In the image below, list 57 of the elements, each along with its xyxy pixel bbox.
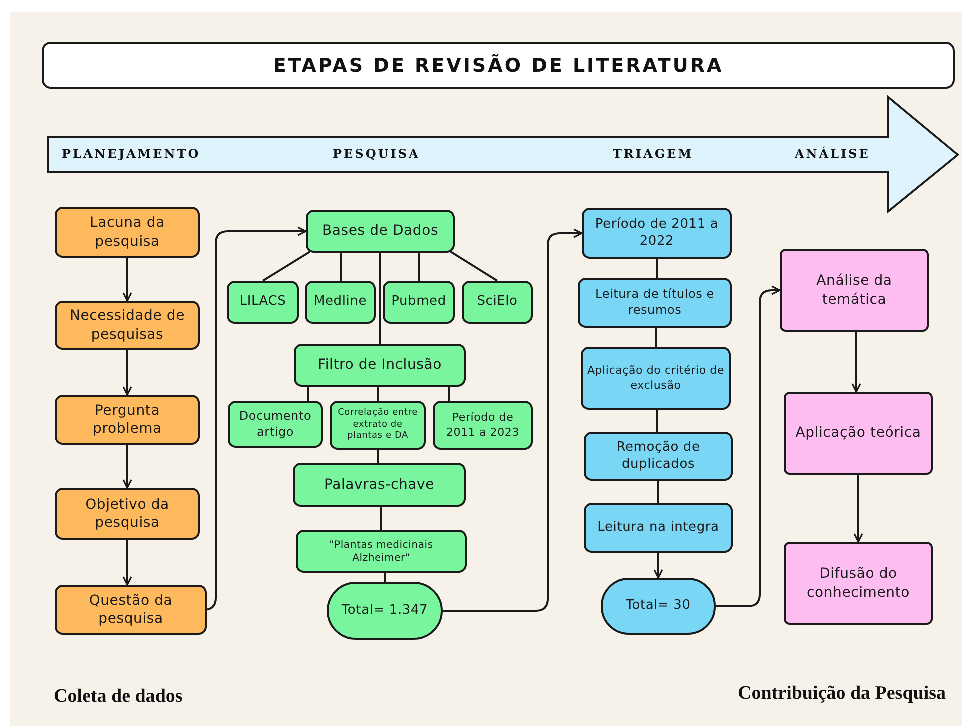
phase-label: PESQUISA (333, 147, 420, 161)
connector-line (448, 387, 450, 401)
phase-label: TRIAGEM (613, 147, 694, 161)
process-box: Difusão do conhecimento (784, 542, 933, 625)
process-box: Documento artigo (228, 401, 323, 448)
process-box: LILACS (227, 281, 299, 324)
process-box: Medline (305, 281, 376, 324)
connector-line (380, 507, 382, 530)
process-box: "Plantas medicinais Alzheimer" (296, 530, 467, 573)
connector-line (340, 253, 342, 281)
connector-line (656, 410, 658, 432)
process-box: Lacuna da pesquisa (55, 207, 200, 258)
total-pill: Total= 1.347 (327, 582, 443, 640)
arrow (122, 540, 132, 586)
connector-line (377, 387, 379, 401)
arrow (654, 553, 664, 579)
process-box: Aplicação do critério de exclusão (581, 347, 731, 410)
process-box: Aplicação teórica (784, 392, 933, 475)
process-box: Período de 2011 a 2023 (433, 401, 533, 450)
connector-line (418, 253, 420, 281)
connector-line (377, 450, 379, 463)
process-box: Palavras-chave (293, 463, 466, 507)
process-box: Leitura de títulos e resumos (578, 278, 732, 328)
connector-line (308, 387, 310, 401)
process-box: Leitura na integra (584, 503, 733, 553)
process-box: Pergunta problema (55, 395, 200, 445)
process-box: Pubmed (383, 281, 455, 324)
total-pill: Total= 30 (601, 578, 716, 635)
process-box: Remoção de duplicados (584, 432, 733, 481)
connector-line (658, 481, 660, 503)
arrow (122, 445, 132, 489)
process-box: Período de 2011 a 2022 (582, 208, 732, 259)
phase-label: ANÁLISE (795, 147, 870, 161)
arrow (854, 475, 864, 543)
arrow (443, 228, 583, 612)
connector-line (655, 328, 657, 347)
process-box: Análise da temática (780, 249, 929, 332)
footer-label: Contribuição da Pesquisa (738, 683, 946, 705)
process-box: Objetivo da pesquisa (55, 488, 200, 540)
arrow (122, 258, 132, 302)
connector-line (656, 259, 658, 278)
process-box: Filtro de Inclusão (294, 344, 466, 387)
title-banner: ETAPAS DE REVISÃO DE LITERATURA (42, 42, 955, 89)
process-box: Correlação entre extrato de plantas e DA (330, 401, 426, 450)
connector-line (450, 251, 498, 282)
connector-line (384, 573, 386, 582)
process-box: Bases de Dados (306, 210, 455, 253)
process-box: Questão da pesquisa (55, 585, 207, 635)
connector-line (262, 251, 311, 282)
footer-label: Coleta de dados (54, 686, 183, 708)
arrow (122, 350, 132, 396)
arrow (852, 332, 862, 393)
arrow (716, 286, 781, 608)
process-box: Necessidade de pesquisas (55, 301, 200, 350)
connector-line (380, 253, 382, 344)
phase-label: PLANEJAMENTO (62, 147, 201, 161)
process-box: SciElo (462, 281, 533, 324)
